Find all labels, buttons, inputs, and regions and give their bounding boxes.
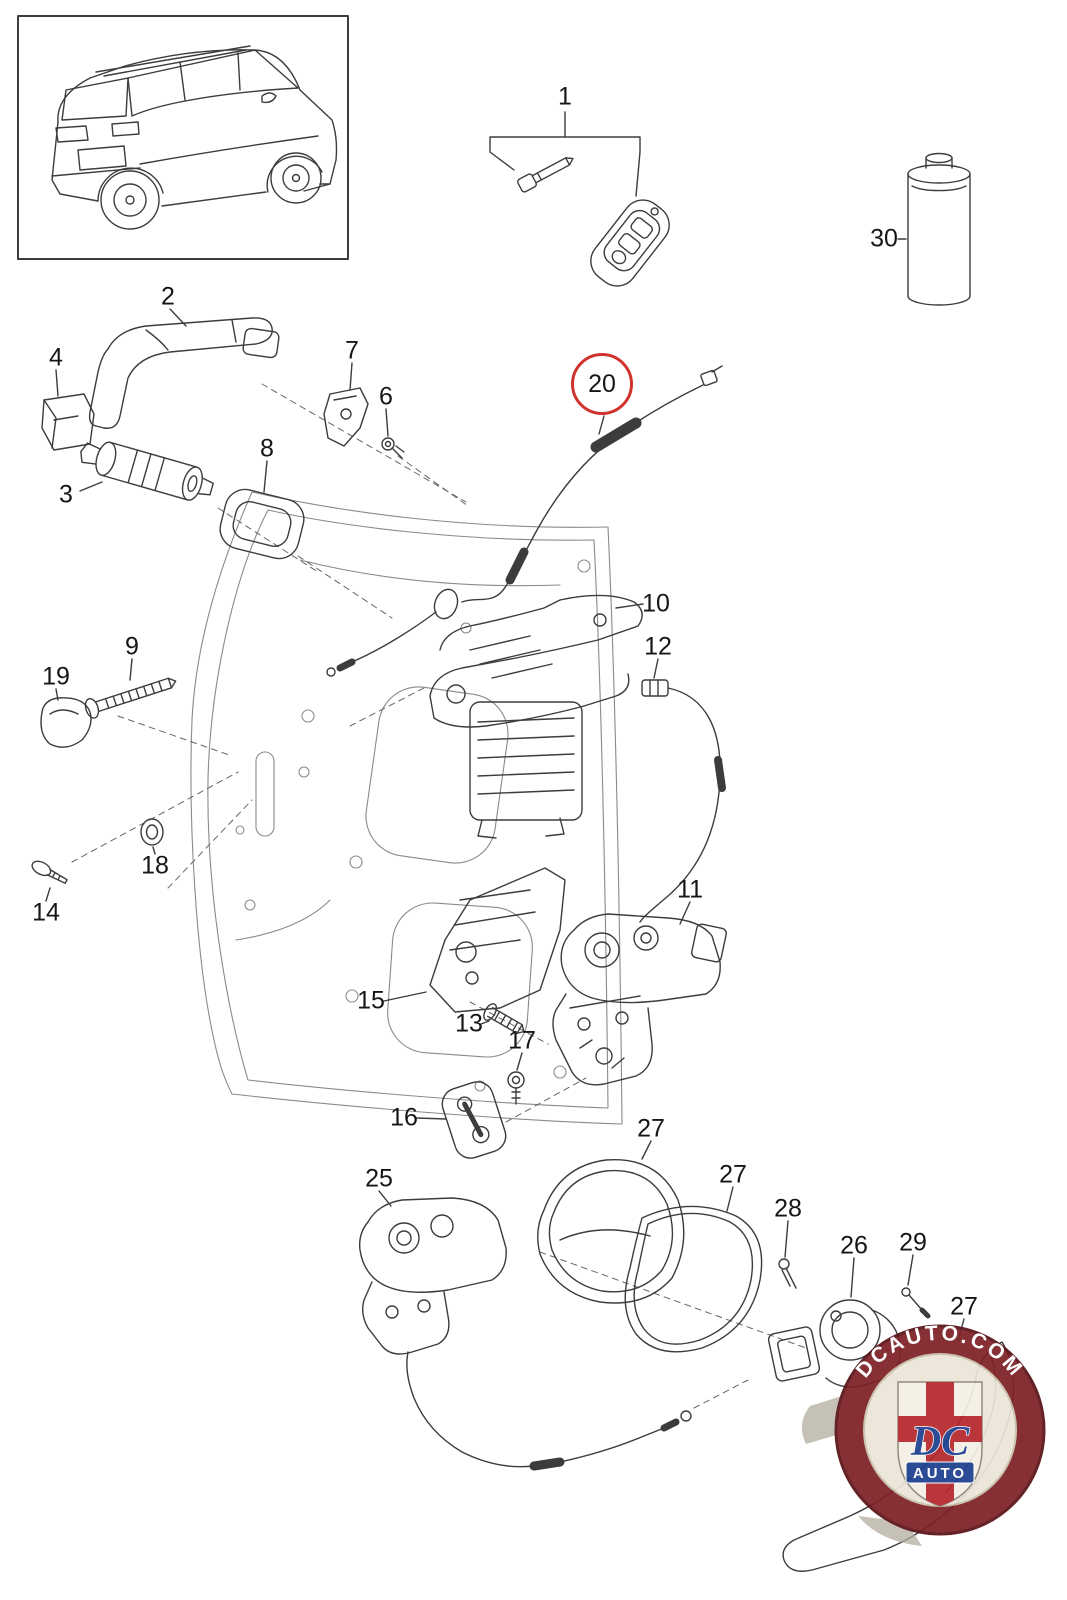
callout-16[interactable]: 16 — [390, 1103, 418, 1132]
callout-14[interactable]: 14 — [32, 898, 60, 927]
part-handle-gasket — [219, 488, 305, 560]
part-screw-9 — [84, 677, 177, 719]
part-rear-door-lock — [358, 1197, 692, 1471]
part-exterior-handle — [88, 317, 280, 429]
part-door-lock — [552, 913, 727, 1086]
watermark-badge: DCAUTO.COM DC AUTO — [801, 1322, 1046, 1546]
watermark-wing-left — [801, 1396, 842, 1444]
part-aerosol-can — [907, 152, 971, 306]
part-screw-6 — [381, 437, 405, 459]
callout-3[interactable]: 3 — [59, 480, 73, 509]
callout-18[interactable]: 18 — [141, 851, 169, 880]
callout-30[interactable]: 30 — [870, 224, 898, 253]
callout-6[interactable]: 6 — [379, 382, 393, 411]
part-screw-17 — [507, 1071, 525, 1105]
watermark-shield-text: DC — [910, 1419, 970, 1465]
callout-26[interactable]: 26 — [840, 1231, 868, 1260]
vehicle-thumbnail — [17, 15, 349, 260]
part-pin-28 — [778, 1258, 797, 1289]
callout-27[interactable]: 27 — [719, 1160, 747, 1189]
callout-1[interactable]: 1 — [558, 82, 572, 111]
callout-4[interactable]: 4 — [49, 343, 63, 372]
part-cap-19 — [40, 697, 92, 748]
part-screw-14 — [31, 860, 68, 884]
part-remote-fob — [590, 199, 670, 287]
leader-lines — [45, 111, 965, 1342]
part-key-blade — [517, 157, 574, 193]
callout-29[interactable]: 29 — [899, 1228, 927, 1257]
callout-9[interactable]: 9 — [125, 632, 139, 661]
part-screw-13 — [483, 1003, 525, 1035]
callout-7[interactable]: 7 — [345, 336, 359, 365]
part-lock-cover-seal — [537, 1158, 685, 1304]
part-lock-gasket — [624, 1205, 763, 1353]
door-inner-panel — [190, 491, 623, 1125]
part-lock-cylinder — [80, 441, 214, 501]
part-grommet — [140, 818, 164, 846]
callout-27[interactable]: 27 — [950, 1292, 978, 1321]
callout-12[interactable]: 12 — [644, 632, 672, 661]
callout-13[interactable]: 13 — [455, 1009, 483, 1038]
part-bowden-cable — [326, 365, 723, 677]
callout-19[interactable]: 19 — [42, 662, 70, 691]
callout-25[interactable]: 25 — [365, 1164, 393, 1193]
assembly-dashed-lines — [71, 383, 807, 1409]
callout-2[interactable]: 2 — [161, 282, 175, 311]
part-bracket-15 — [429, 867, 566, 1013]
part-striker-plate — [441, 1081, 507, 1159]
watermark-banner-text: AUTO — [913, 1465, 967, 1482]
part-lock-cable — [639, 679, 726, 923]
callout-20[interactable]: 20 — [571, 353, 633, 415]
callout-17[interactable]: 17 — [508, 1026, 536, 1055]
callout-11[interactable]: 11 — [677, 875, 703, 904]
part-handle-bracket — [323, 387, 369, 447]
callout-8[interactable]: 8 — [260, 434, 274, 463]
part-pin-29 — [901, 1287, 931, 1319]
callout-10[interactable]: 10 — [642, 589, 670, 618]
callout-27[interactable]: 27 — [637, 1114, 665, 1143]
callout-28[interactable]: 28 — [774, 1194, 802, 1223]
callout-15[interactable]: 15 — [357, 986, 385, 1015]
part-lock-actuator — [767, 1299, 902, 1388]
